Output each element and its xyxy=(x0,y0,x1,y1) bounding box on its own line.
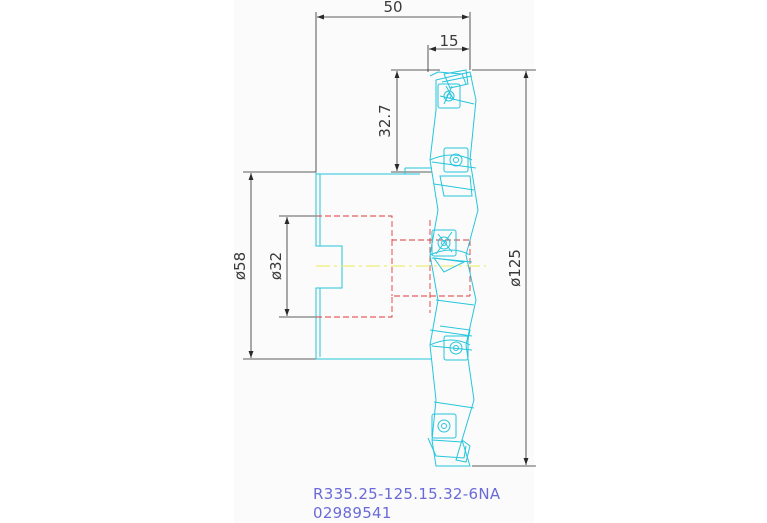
dim-text-bore-diameter: ø32 xyxy=(267,252,285,280)
dim-text-head-width: 15 xyxy=(439,32,458,50)
dim-text-hub-diameter: ø58 xyxy=(231,252,249,280)
insert-5 xyxy=(427,413,467,459)
hub-body xyxy=(315,167,432,360)
cutter-head xyxy=(427,69,479,467)
drawing-sheet xyxy=(234,0,534,523)
dim-text-cutter-diameter: ø125 xyxy=(506,249,524,287)
insert-3 xyxy=(431,229,466,273)
dimension-lines xyxy=(248,14,529,465)
dim-text-head-offset: 32.7 xyxy=(376,104,394,137)
order-code-label: 02989541 xyxy=(313,504,392,522)
insert-2 xyxy=(439,147,473,197)
dim-text-overall-length: 50 xyxy=(383,0,402,16)
extension-lines xyxy=(243,12,536,467)
part-number-label: R335.25-125.15.32-6NA xyxy=(313,485,501,503)
insert-4 xyxy=(439,325,471,361)
